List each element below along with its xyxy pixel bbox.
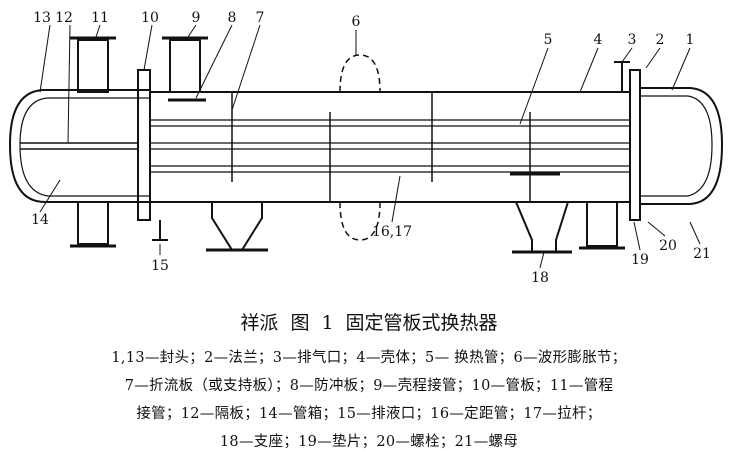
shell-side-nozzle [169, 39, 201, 93]
tube-sheet-right [629, 69, 641, 221]
tube-side-nozzle-top [77, 39, 109, 93]
callout-4: 4 [594, 32, 603, 48]
caption-brand: 祥派 [240, 312, 279, 334]
callout-11: 11 [91, 10, 109, 26]
shell-body [150, 91, 630, 203]
callout-10: 10 [141, 10, 159, 26]
tube-sheet-left [137, 69, 151, 221]
right-head [640, 87, 724, 205]
caption-title: 固定管板式换热器 [345, 312, 498, 334]
drain [152, 220, 168, 241]
callout-6: 6 [352, 14, 361, 30]
callout-14: 14 [31, 212, 49, 228]
callout-15: 15 [151, 258, 169, 274]
legend-line: 7—折流板（或支持板）；8—防冲板；9—壳程接管；10—管板；11—管程 [124, 378, 614, 394]
callout-9: 9 [192, 10, 201, 26]
callout-5: 5 [544, 32, 553, 48]
callout-1: 1 [686, 32, 695, 48]
callout-19: 19 [631, 252, 649, 268]
callout-12: 12 [55, 10, 73, 26]
caption-figure-number: 1 [321, 312, 334, 334]
support-left [211, 202, 263, 251]
vent [614, 61, 630, 92]
callout-18: 18 [531, 270, 549, 286]
partition-plate [20, 142, 138, 150]
callout-16-17: 16,17 [372, 224, 412, 240]
legend-line: 18—支座；19—垫片；20—螺栓；21—螺母 [219, 434, 519, 450]
legend-line: 接管；12—隔板；14—管箱；15—排液口；16—定距管；17—拉杆； [136, 406, 602, 422]
caption-figure-label: 图 [290, 312, 310, 334]
support-right [515, 201, 569, 252]
callout-21: 21 [693, 246, 711, 262]
callout-2: 2 [656, 32, 665, 48]
callout-13: 13 [33, 10, 51, 26]
expansion-joint [339, 54, 381, 241]
callout-7: 7 [256, 10, 265, 26]
callout-20: 20 [659, 238, 677, 254]
legend-line: 1,13—封头；2—法兰；3—排气口；4—壳体；5— 换热管；6—波形膨胀节； [111, 350, 627, 366]
callout-8: 8 [228, 10, 237, 26]
callout-3: 3 [628, 32, 637, 48]
left-head [8, 89, 150, 203]
